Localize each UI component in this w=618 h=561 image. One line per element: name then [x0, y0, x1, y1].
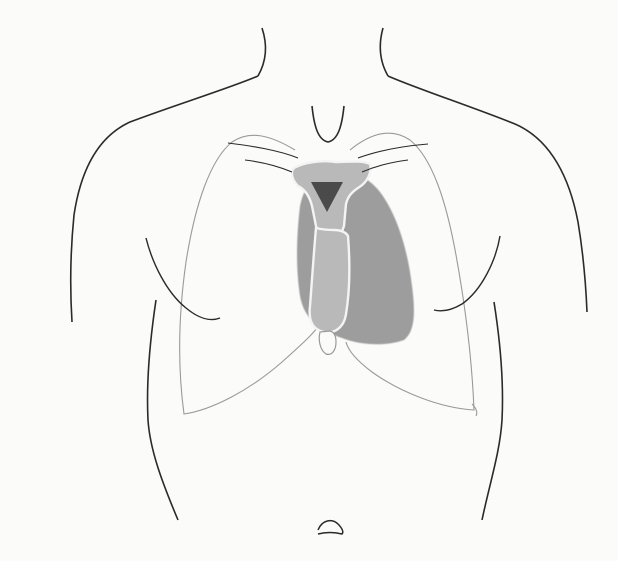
right-shoulder-arm	[71, 76, 258, 322]
neck-right	[258, 28, 265, 76]
xiphoid-process	[319, 331, 336, 354]
neck-left	[380, 28, 388, 76]
right-pectoral	[146, 238, 220, 320]
right-upper-rib	[245, 160, 292, 172]
jugular-notch	[312, 106, 344, 142]
left-pectoral	[434, 236, 500, 311]
left-clavicle	[358, 144, 428, 158]
left-torso-side	[482, 302, 503, 520]
navel	[318, 521, 343, 534]
right-torso-side	[147, 300, 178, 520]
left-shoulder-arm	[388, 76, 587, 312]
sternum-body	[310, 228, 350, 332]
